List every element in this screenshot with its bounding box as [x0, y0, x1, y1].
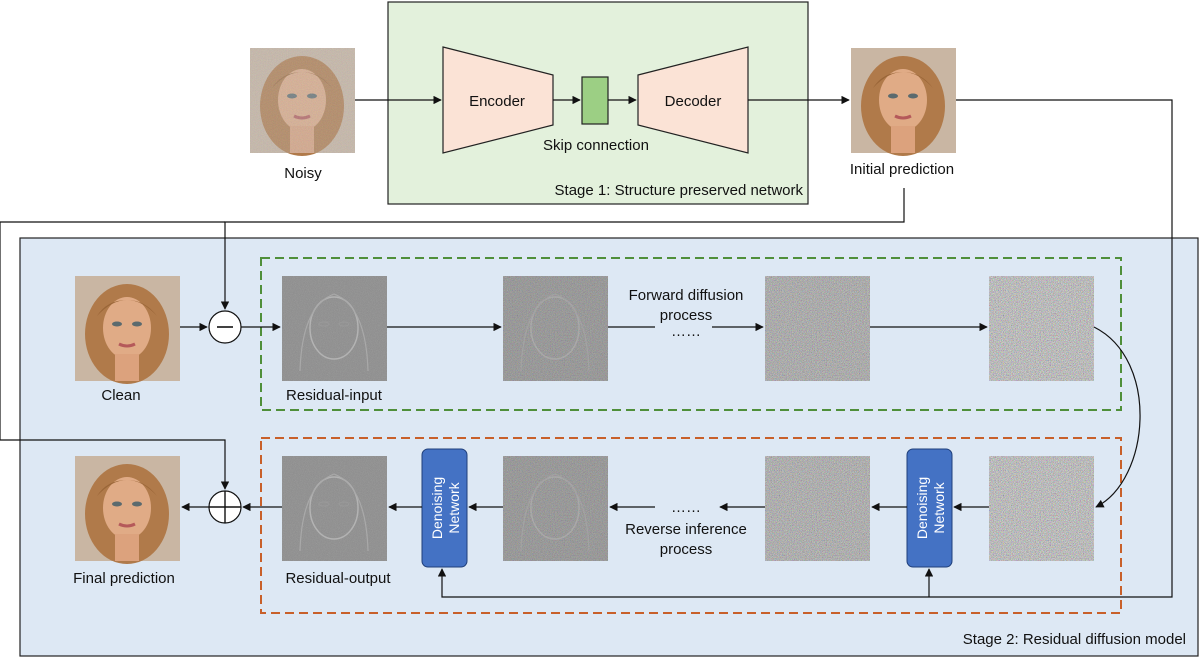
decoder-block [637, 46, 749, 154]
add-operator [208, 490, 242, 524]
denoising-left-line1: Denoising [429, 477, 445, 539]
stage2-label: Stage 2: Residual diffusion model [963, 631, 1186, 648]
residual-input-label: Residual-input [286, 387, 383, 404]
subtract-operator [208, 310, 242, 344]
reverse-inference-box [260, 437, 1122, 614]
encoder-block [442, 46, 554, 154]
reverse-step-1-image [765, 456, 870, 561]
residual-output-image [282, 456, 387, 561]
reverse-inference-label: Reverse inference [625, 521, 747, 538]
encoder-label: Encoder [469, 93, 525, 110]
final-prediction-image [73, 454, 182, 566]
forward-diffusion-label: Forward diffusion [629, 287, 744, 304]
skip-connection-label: Skip connection [543, 137, 649, 154]
denoising-right-line2: Network [931, 481, 947, 533]
residual-input-image [282, 276, 387, 381]
noisy-label: Noisy [284, 165, 322, 182]
denoising-network-left: Denoising Network [421, 448, 468, 568]
denoising-right-line1: Denoising [914, 477, 930, 539]
residual-output-label: Residual-output [285, 570, 391, 587]
reverse-dots: …… [671, 499, 701, 516]
forward-diffusion-box [260, 257, 1122, 411]
forward-process-label: process [660, 307, 713, 324]
clean-image [73, 274, 182, 386]
forward-noise-image [989, 276, 1094, 381]
decoder-label: Decoder [665, 93, 722, 110]
final-prediction-label: Final prediction [73, 570, 175, 587]
clean-label: Clean [101, 387, 140, 404]
reverse-step-2-image [503, 456, 608, 561]
connectors [0, 95, 1173, 598]
denoising-network-right: Denoising Network [906, 448, 953, 568]
reverse-process-label: process [660, 541, 713, 558]
initial-prediction-label: Initial prediction [850, 161, 954, 178]
skip-connection-block [581, 76, 609, 125]
noisy-image [248, 46, 357, 158]
forward-step-1-image [503, 276, 608, 381]
reverse-noise-image [989, 456, 1094, 561]
forward-dots: …… [671, 323, 701, 340]
stage1-label: Stage 1: Structure preserved network [555, 182, 804, 199]
denoising-left-line2: Network [446, 481, 462, 533]
initial-prediction-image [849, 46, 958, 158]
forward-step-2-image [765, 276, 870, 381]
